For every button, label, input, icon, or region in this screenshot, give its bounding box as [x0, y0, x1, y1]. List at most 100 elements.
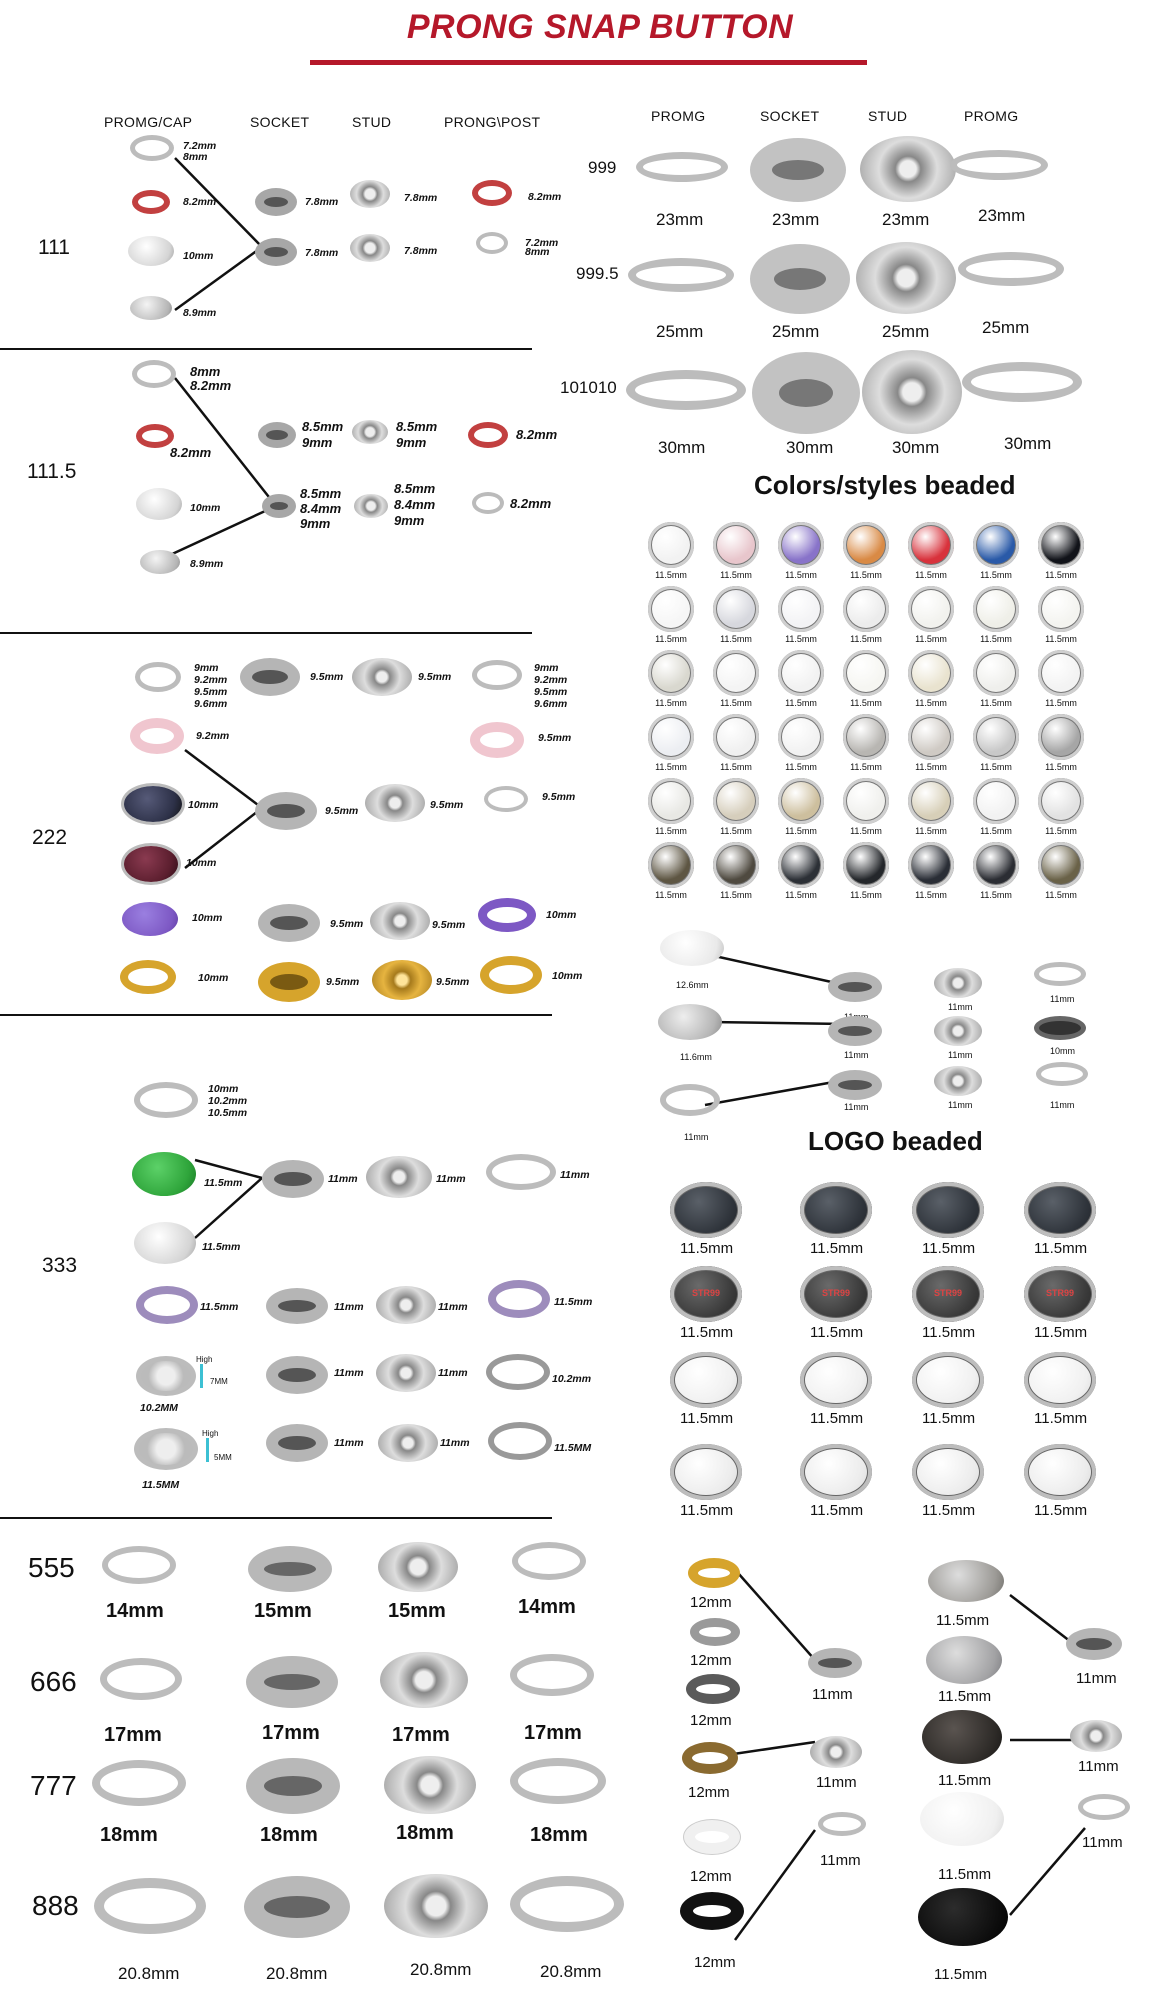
size-label: 11.5mm — [915, 698, 947, 708]
series-code-111: 111 — [38, 236, 70, 259]
stud — [384, 1756, 476, 1814]
socket — [248, 1546, 332, 1592]
up-arrow-icon — [200, 1364, 203, 1388]
size-label: 9.6mm — [534, 698, 568, 710]
series-code-777: 777 — [30, 1770, 77, 1801]
series-code-333: 333 — [42, 1254, 78, 1277]
logo-bead-button — [670, 1444, 742, 1500]
size-label: 25mm — [882, 322, 930, 341]
size-label: 20.8mm — [266, 1964, 328, 1983]
size-label: 11.5mm — [655, 698, 687, 708]
size-label: 9mm — [300, 516, 331, 531]
size-label: 11.5mm — [980, 826, 1012, 836]
size-label: 7.2mm — [183, 140, 217, 152]
size-label: 11.5mm — [850, 570, 882, 580]
prong-post — [962, 362, 1082, 402]
bead-button — [843, 778, 889, 824]
size-label: 25mm — [656, 322, 704, 341]
size-label: 11.5mm — [850, 890, 882, 900]
size-label: 9.5mm — [436, 976, 470, 988]
prong-ring — [626, 370, 746, 410]
size-label: 11.5mm — [655, 762, 687, 772]
gold-prong-post — [480, 956, 542, 994]
size-label: 11mm — [1078, 1758, 1119, 1775]
size-label: 10.2mm — [552, 1373, 592, 1385]
size-label: 14mm — [518, 1596, 576, 1618]
series-code-111-5: 111.5 — [27, 460, 77, 483]
prong-post — [472, 492, 504, 514]
size-label: 11mm — [684, 1132, 709, 1142]
stud — [810, 1736, 862, 1768]
size-label: 11.5mm — [720, 570, 752, 580]
bead-button — [778, 522, 824, 568]
size-label: 11.5mm — [1034, 1240, 1088, 1257]
pink-prong-ring — [130, 718, 184, 754]
size-label: 11mm — [844, 1050, 869, 1060]
size-label: 7.8mm — [404, 192, 438, 204]
size-label: 11.5mm — [655, 570, 687, 580]
stud — [352, 658, 412, 696]
size-label: 11.5mm — [655, 826, 687, 836]
size-label: 17mm — [524, 1722, 582, 1744]
logo-text: STR99 — [933, 1288, 962, 1298]
bead-button — [973, 522, 1019, 568]
purple-prong-post — [478, 898, 536, 932]
prong-post — [486, 1154, 556, 1190]
size-label: 11.5mm — [720, 890, 752, 900]
size-label: 30mm — [658, 438, 706, 457]
metal-cap — [928, 1560, 1004, 1602]
size-label: 10.2mm — [208, 1095, 248, 1107]
size-label: 8mm — [183, 151, 208, 163]
size-label: 20.8mm — [118, 1964, 180, 1983]
bead-button — [843, 522, 889, 568]
black-prong-ring — [680, 1892, 744, 1930]
lavender-prong-ring — [136, 1286, 198, 1324]
size-label: 11mm — [1076, 1670, 1117, 1687]
col-header-prong: PROMG — [651, 108, 706, 124]
size-label: 12.6mm — [676, 980, 709, 990]
bead-button — [778, 714, 824, 760]
black-cap — [918, 1888, 1008, 1946]
prong-ring — [134, 1082, 198, 1118]
metal-cap — [130, 296, 172, 320]
series-code-222: 222 — [32, 826, 68, 849]
logo-text: STR99 — [821, 1288, 850, 1298]
socket — [266, 1424, 328, 1462]
size-label: 11mm — [1050, 994, 1075, 1004]
size-label: 11mm — [328, 1173, 358, 1185]
prong-post — [488, 1422, 552, 1460]
size-label: 9.5mm — [542, 791, 576, 803]
size-label: 11.5mm — [850, 634, 882, 644]
bead-button — [908, 522, 954, 568]
gold-prong-cap — [120, 960, 176, 994]
socket — [266, 1288, 328, 1324]
page-title: PRONG SNAP BUTTON — [406, 8, 794, 46]
logo-bead-button — [670, 1266, 742, 1322]
prong-post — [476, 232, 508, 254]
size-label: 10mm — [552, 970, 583, 982]
logo-bead-button — [912, 1266, 984, 1322]
dark-cap — [922, 1710, 1002, 1764]
size-label: 12mm — [690, 1594, 732, 1611]
size-label: 11.5mm — [785, 826, 817, 836]
size-label: 11mm — [560, 1169, 590, 1181]
size-label: 11.5mm — [938, 1688, 992, 1705]
size-label: 8.2mm — [516, 427, 558, 442]
size-label: 11.5mm — [915, 762, 947, 772]
bead-button — [713, 778, 759, 824]
size-label: 11.5mm — [1045, 698, 1077, 708]
size-label: 11.5mm — [922, 1410, 976, 1427]
size-label: 12mm — [694, 1954, 736, 1971]
white-cap — [660, 930, 724, 966]
size-label: 11.5mm — [980, 762, 1012, 772]
size-label: 11mm — [334, 1367, 364, 1379]
size-label: 11.5mm — [554, 1296, 593, 1308]
size-label: 11.5mm — [850, 698, 882, 708]
size-label: 11mm — [436, 1173, 466, 1185]
size-label: 11mm — [948, 1050, 973, 1060]
size-label: 11.5mm — [934, 1966, 988, 1983]
stud — [378, 1542, 458, 1592]
stud — [354, 494, 388, 518]
bead-button — [713, 714, 759, 760]
stud — [376, 1354, 436, 1392]
